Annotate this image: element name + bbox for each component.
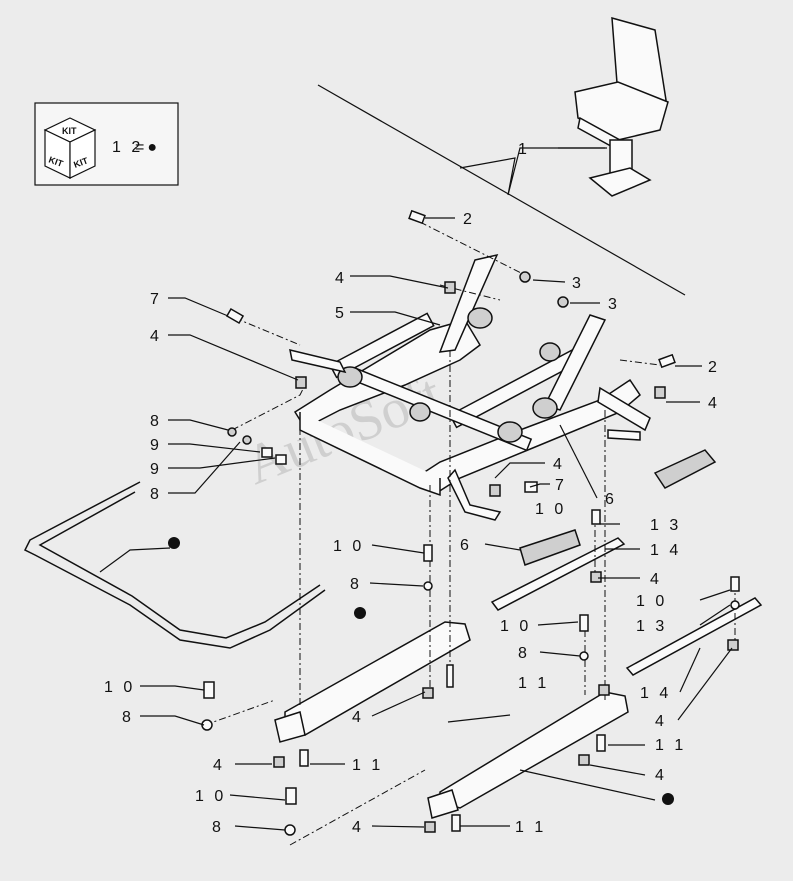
callout-4: 4: [335, 270, 347, 287]
rubber-pad: [653, 449, 717, 489]
callout-4: 4: [655, 767, 667, 784]
bushing: [275, 454, 287, 465]
callout-11: 1 1: [655, 737, 686, 754]
callout-8: 8: [518, 645, 530, 662]
nut: [598, 684, 610, 696]
callout-4: 4: [708, 395, 720, 412]
bolt: [225, 308, 245, 324]
seat-rail: [274, 621, 471, 743]
bushing: [261, 447, 273, 458]
callout-2: 2: [463, 211, 475, 228]
kit-marker: =●: [135, 139, 160, 156]
nut: [727, 639, 739, 651]
screw: [203, 681, 215, 699]
callout-9: 9: [150, 437, 162, 454]
kit-label-left: KIT: [47, 154, 65, 169]
kit-box: KIT KIT KIT 1 2 =●: [34, 102, 179, 186]
screw: [423, 544, 433, 562]
screw: [596, 734, 606, 752]
suspension-mechanism: [289, 253, 651, 521]
callout-4: 4: [655, 713, 667, 730]
callout-6: 6: [605, 491, 617, 508]
callout-4: 4: [352, 709, 364, 726]
callout-10: 1 0: [104, 679, 135, 696]
rubber-pad: [519, 529, 581, 566]
callout-4: 4: [150, 328, 162, 345]
seat-assembly: [574, 16, 669, 197]
kit-label-top: KIT: [62, 126, 77, 136]
callout-11: 1 1: [352, 757, 383, 774]
callout-8: 8: [150, 486, 162, 503]
nut: [273, 756, 285, 768]
screw: [451, 814, 461, 832]
nut: [654, 386, 666, 399]
callout-3: 3: [608, 296, 620, 313]
callout-14: 1 4: [650, 542, 681, 559]
screw: [730, 576, 740, 592]
callout-4: 4: [213, 757, 225, 774]
kit-item-number: 1 2: [112, 139, 143, 156]
callout-11: 1 1: [518, 675, 549, 692]
kit-marker-dot: [354, 607, 366, 619]
callout-4: 4: [553, 456, 565, 473]
bolt: [408, 209, 426, 225]
washer: [242, 435, 252, 445]
callout-10: 1 0: [333, 538, 364, 555]
callout-2: 2: [708, 359, 720, 376]
callout-13: 1 3: [650, 517, 681, 534]
pin: [446, 664, 454, 688]
kit-cube-icon: KIT KIT KIT: [43, 117, 97, 179]
washer: [579, 651, 589, 661]
callout-3: 3: [572, 275, 584, 292]
screw: [591, 509, 601, 525]
callout-4: 4: [352, 819, 364, 836]
callout-8: 8: [212, 819, 224, 836]
nut: [422, 687, 434, 699]
callout-1: 1: [518, 141, 530, 158]
kit-marker-dot: [662, 793, 674, 805]
nut: [424, 821, 436, 833]
washer: [284, 824, 296, 836]
kit-marker-dot: [168, 537, 180, 549]
seat-rail: [427, 691, 629, 819]
callout-11: 1 1: [515, 819, 546, 836]
callout-7: 7: [555, 477, 567, 494]
callout-10: 1 0: [636, 593, 667, 610]
callout-7: 7: [150, 291, 162, 308]
bolt: [658, 353, 676, 369]
kit-label-right: KIT: [72, 155, 90, 170]
callout-10: 1 0: [195, 788, 226, 805]
washer: [730, 600, 740, 610]
washer: [227, 427, 237, 437]
callout-8: 8: [150, 413, 162, 430]
callout-5: 5: [335, 305, 347, 322]
plate: [490, 537, 626, 611]
callout-13: 1 3: [636, 618, 667, 635]
plate: [625, 597, 763, 676]
callout-8: 8: [122, 709, 134, 726]
callout-9: 9: [150, 461, 162, 478]
nut: [590, 571, 602, 583]
screw: [579, 614, 589, 632]
nut: [295, 376, 307, 389]
screw: [285, 787, 297, 805]
callout-8: 8: [350, 576, 362, 593]
callout-10: 1 0: [500, 618, 531, 635]
washer: [423, 581, 433, 591]
washer: [557, 296, 569, 308]
washer: [519, 271, 531, 283]
callout-6: 6: [460, 537, 472, 554]
nut: [489, 484, 501, 497]
screw: [299, 749, 309, 767]
callout-10: 1 0: [535, 501, 566, 518]
callout-4: 4: [650, 571, 662, 588]
nut: [578, 754, 590, 766]
callout-14: 1 4: [640, 685, 671, 702]
